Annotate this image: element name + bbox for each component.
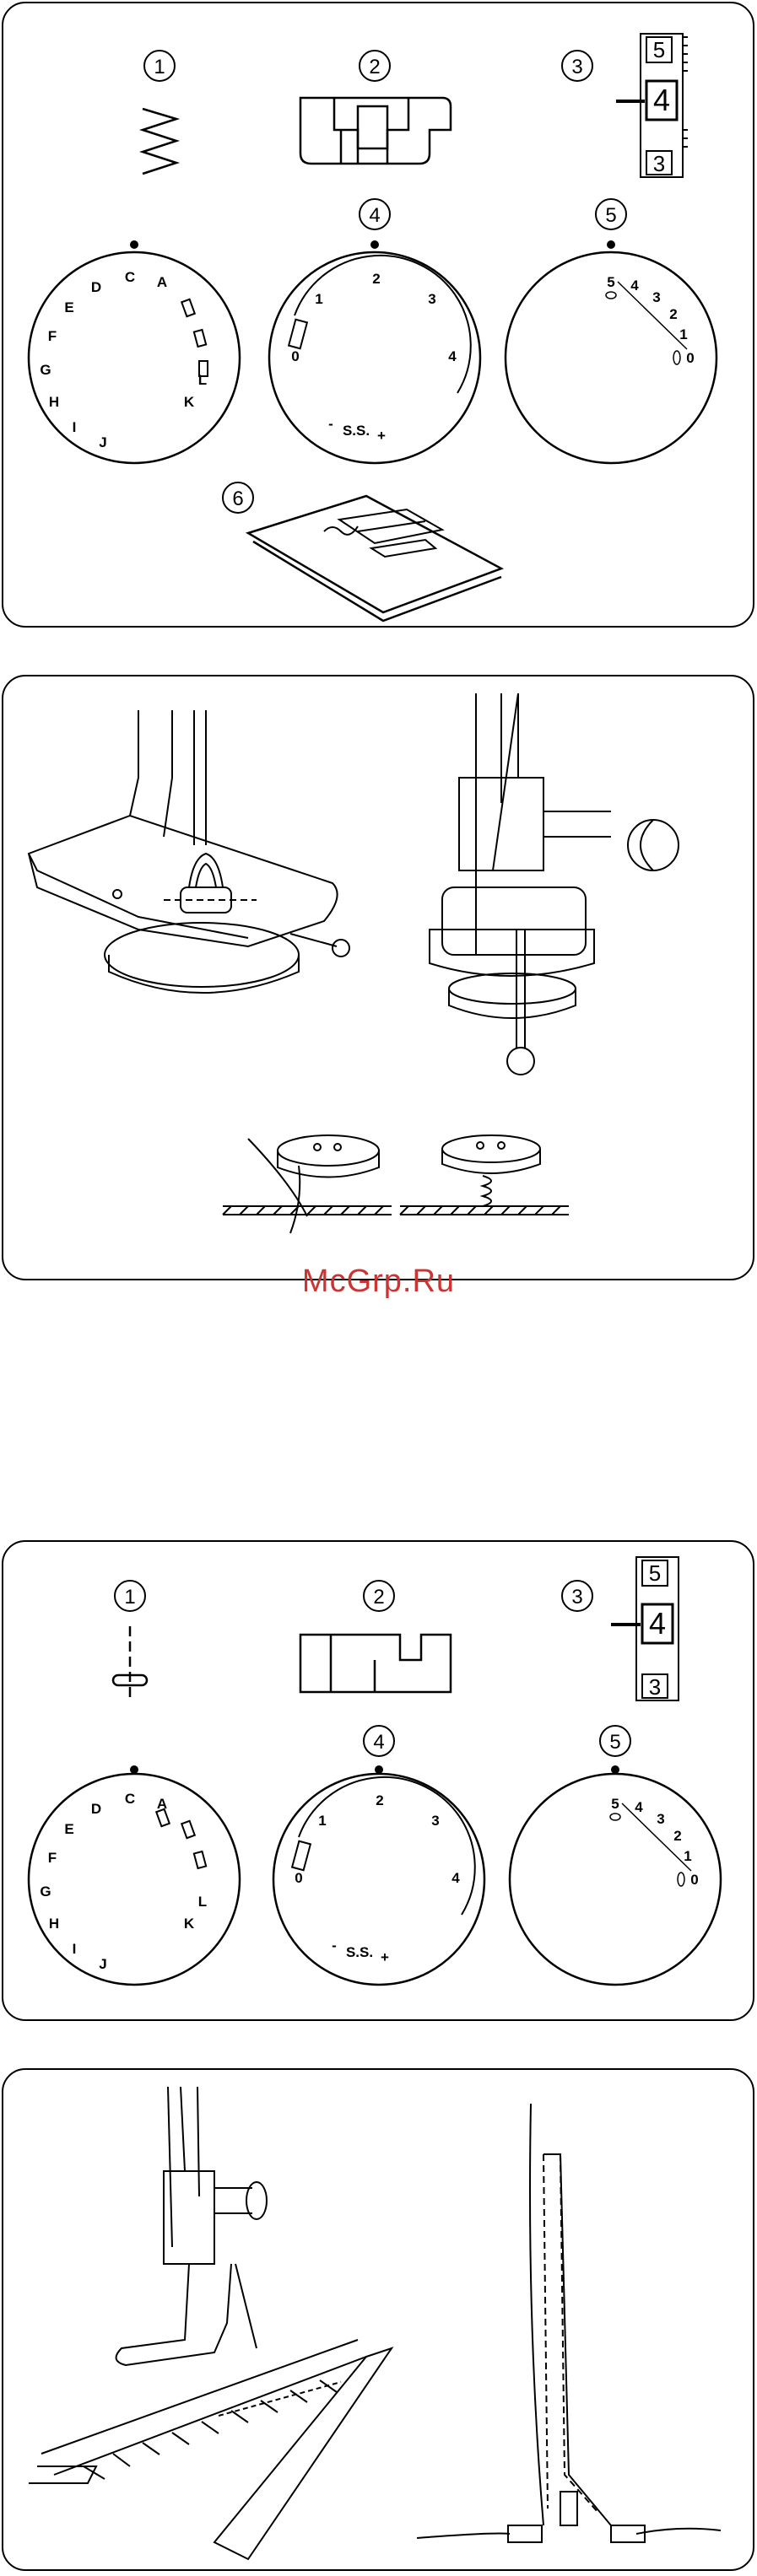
tension-value-4: 4 (653, 83, 670, 117)
dial-letter-e: E (64, 299, 73, 315)
zigzag-stitch-icon (143, 109, 176, 174)
settings-illustration-2: 1 2 3 4 5 5 4 3 (3, 1542, 756, 2023)
straight-stitch-icon (113, 1626, 147, 1702)
dial-letter-j: J (99, 434, 106, 450)
settings-panel-straight: 1 2 3 4 5 5 4 3 (2, 1540, 754, 2021)
button-on-fabric-illustration (223, 1135, 569, 1233)
width-mark-plus: + (377, 428, 386, 444)
number-3b: 3 (571, 1586, 582, 1609)
length2-mark-4: 4 (635, 1799, 643, 1815)
dial2-letter-k: K (184, 1916, 195, 1932)
length-mark-4: 4 (630, 278, 639, 294)
dial2-letter-e: E (64, 1821, 73, 1837)
dial2-letter-h: H (49, 1916, 59, 1932)
dial-letter-g: G (40, 362, 51, 378)
length2-mark-5: 5 (611, 1796, 619, 1812)
number-1: 1 (154, 56, 165, 78)
length2-mark-3: 3 (657, 1811, 664, 1827)
button-foot-front-view (430, 693, 679, 1075)
length2-mark-0: 0 (690, 1872, 698, 1888)
dial2-letter-d: D (91, 1801, 101, 1817)
length-mark-5: 5 (607, 274, 614, 290)
width2-mark-2: 2 (376, 1792, 383, 1808)
width-mark-4: 4 (448, 348, 457, 364)
width2-mark-1: 1 (318, 1813, 326, 1829)
tension-value-4b: 4 (649, 1606, 666, 1641)
length2-mark-2: 2 (673, 1828, 681, 1844)
tension-value-5: 5 (653, 37, 665, 62)
dial2-letter-i: I (73, 1941, 77, 1957)
width-mark-0: 0 (291, 348, 299, 364)
length-mark-0: 0 (686, 350, 694, 366)
dial2-letter-j: J (99, 1956, 106, 1972)
width-mark-1: 1 (315, 291, 322, 307)
length-mark-2: 2 (669, 306, 677, 322)
number-6: 6 (232, 488, 243, 510)
dial2-letter-c: C (125, 1791, 135, 1807)
thread-tension-scale-icon-2 (611, 1557, 679, 1700)
number-2: 2 (369, 56, 380, 78)
width-mark-2: 2 (372, 271, 380, 287)
width2-mark-minus: - (332, 1937, 337, 1954)
zipper-seam-illustration (417, 2104, 721, 2542)
dial2-letter-l: L (198, 1894, 207, 1910)
width2-mark-ss: S.S. (346, 1944, 373, 1960)
thread-tension-scale-icon (616, 34, 688, 177)
zipper-sewing-illustration (3, 2070, 756, 2573)
length2-mark-1: 1 (684, 1848, 691, 1864)
dial-letter-k: K (184, 394, 195, 410)
dial-letter-f: F (48, 328, 57, 344)
number-5b: 5 (609, 1731, 620, 1754)
number-4b: 4 (373, 1731, 384, 1754)
dial-letter-i: I (73, 419, 77, 435)
number-4: 4 (369, 204, 380, 227)
width2-mark-4: 4 (451, 1870, 460, 1886)
settings-panel-zigzag: 1 2 3 4 5 6 5 (2, 2, 754, 628)
length-mark-1: 1 (679, 326, 687, 342)
zipper-foot-sewing-illustration (29, 2087, 392, 2559)
dial-letter-c: C (125, 269, 135, 285)
dial-letter-a: A (157, 274, 167, 290)
number-3: 3 (571, 56, 582, 78)
dial2-letter-g: G (40, 1883, 51, 1900)
button-sewing-illustration (3, 676, 756, 1282)
button-sewing-panel (2, 675, 754, 1280)
width-mark-minus: - (328, 416, 333, 432)
width2-mark-plus: + (381, 1949, 389, 1965)
tension-value-3b: 3 (649, 1674, 661, 1700)
dial-letter-d: D (91, 279, 101, 295)
button-foot-illustration (29, 710, 349, 993)
width2-mark-3: 3 (431, 1813, 439, 1829)
length-mark-3: 3 (652, 289, 660, 305)
dial2-letter-f: F (48, 1850, 57, 1866)
dial-letter-h: H (49, 394, 59, 410)
number-5: 5 (605, 204, 616, 227)
width-mark-3: 3 (428, 291, 435, 307)
tension-value-5b: 5 (649, 1560, 661, 1586)
width2-mark-0: 0 (295, 1870, 302, 1886)
zipper-foot-icon (300, 1635, 451, 1692)
tension-value-3: 3 (653, 151, 665, 176)
width-mark-ss: S.S. (343, 423, 370, 439)
watermark-text: McGrp.Ru (0, 1264, 757, 1300)
number-1b: 1 (124, 1586, 135, 1609)
settings-illustration: 1 2 3 4 5 6 5 (3, 3, 756, 629)
zigzag-presser-foot-icon (300, 98, 451, 164)
needle-plate-icon (248, 496, 501, 621)
zipper-sewing-panel (2, 2068, 754, 2571)
number-2b: 2 (373, 1586, 384, 1609)
